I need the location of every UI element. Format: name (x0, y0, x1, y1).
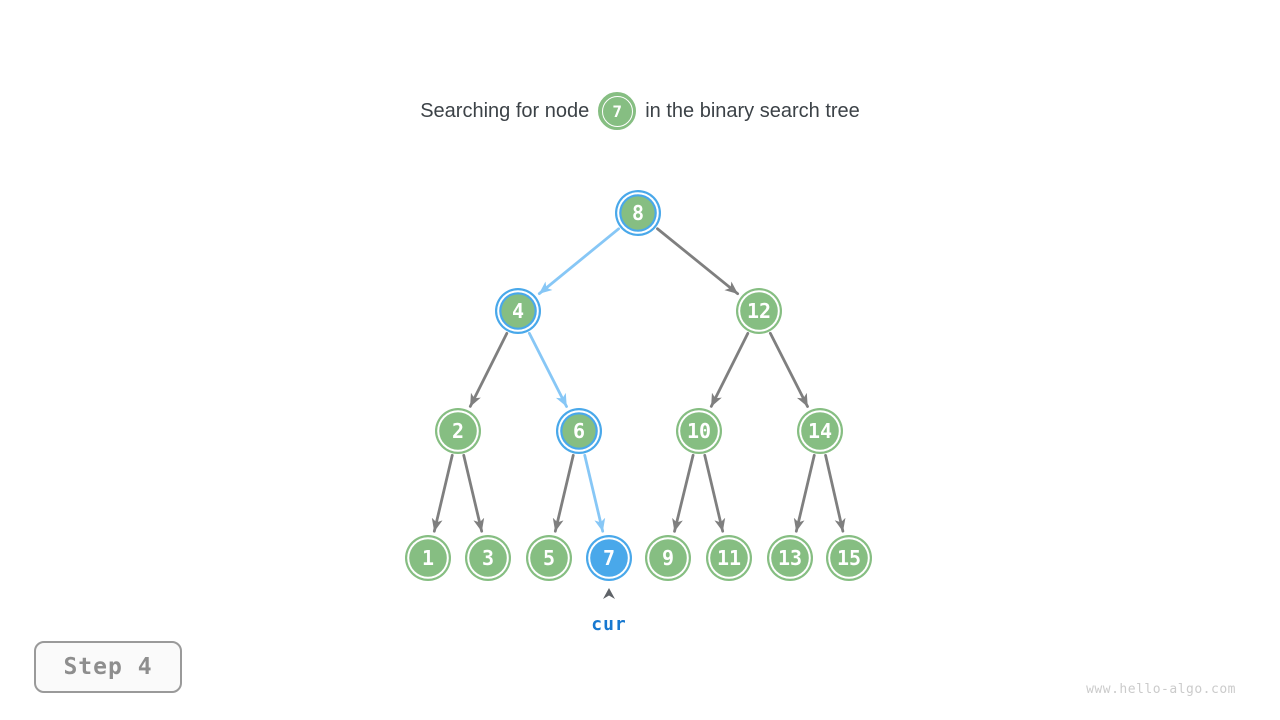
title-target-node: 7 (598, 92, 637, 130)
edge-6-7 (583, 453, 606, 533)
svg-text:1: 1 (422, 546, 434, 570)
tree-node-9: 9 (645, 535, 691, 581)
edge-14-13 (793, 453, 816, 533)
svg-text:5: 5 (543, 546, 555, 570)
edge-12-10 (709, 331, 750, 408)
title-node-ring (601, 95, 633, 127)
svg-text:7: 7 (603, 546, 615, 570)
tree-node-5: 5 (526, 535, 572, 581)
edge-6-5 (552, 453, 575, 533)
tree-node-13: 13 (767, 535, 813, 581)
tree-node-1: 1 (405, 535, 451, 581)
edge-10-9 (672, 453, 695, 533)
edge-4-6 (527, 331, 568, 408)
svg-text:11: 11 (717, 546, 741, 570)
cur-pointer-label: cur (591, 614, 627, 635)
svg-text:14: 14 (808, 419, 832, 443)
svg-text:9: 9 (662, 546, 674, 570)
tree-node-14: 14 (797, 408, 843, 454)
edge-8-12 (656, 227, 740, 296)
edge-2-3 (462, 453, 485, 533)
svg-text:2: 2 (452, 419, 464, 443)
watermark: www.hello-algo.com (1086, 682, 1236, 697)
step-label: Step 4 (63, 654, 153, 680)
tree-node-15: 15 (826, 535, 872, 581)
svg-text:12: 12 (747, 299, 771, 323)
edge-14-15 (824, 453, 846, 533)
tree-node-2: 2 (435, 408, 481, 454)
step-indicator: Step 4 (34, 641, 182, 693)
edge-4-2 (468, 331, 509, 408)
title-prefix: Searching for node (420, 99, 590, 122)
tree-node-4: 4 (495, 288, 541, 334)
edge-10-11 (703, 453, 726, 533)
edge-8-4 (537, 227, 621, 296)
edge-2-1 (431, 453, 454, 533)
svg-text:13: 13 (778, 546, 802, 570)
tree-node-8: 8 (615, 190, 661, 236)
svg-text:3: 3 (482, 546, 494, 570)
svg-text:4: 4 (512, 299, 524, 323)
edge-12-14 (768, 331, 809, 408)
title-node-value: 7 (612, 101, 623, 121)
tree-node-7: 7 (586, 535, 632, 581)
svg-text:6: 6 (573, 419, 585, 443)
tree-node-11: 11 (706, 535, 752, 581)
cur-pointer-arrow (603, 588, 615, 599)
diagram-title: Searching for node 7 in the binary searc… (0, 91, 1280, 131)
tree-node-6: 6 (556, 408, 602, 454)
tree-node-3: 3 (465, 535, 511, 581)
svg-text:8: 8 (632, 201, 644, 225)
svg-text:15: 15 (837, 546, 861, 570)
title-suffix: in the binary search tree (645, 99, 860, 122)
tree-node-10: 10 (676, 408, 722, 454)
tree-node-12: 12 (736, 288, 782, 334)
svg-text:10: 10 (687, 419, 711, 443)
